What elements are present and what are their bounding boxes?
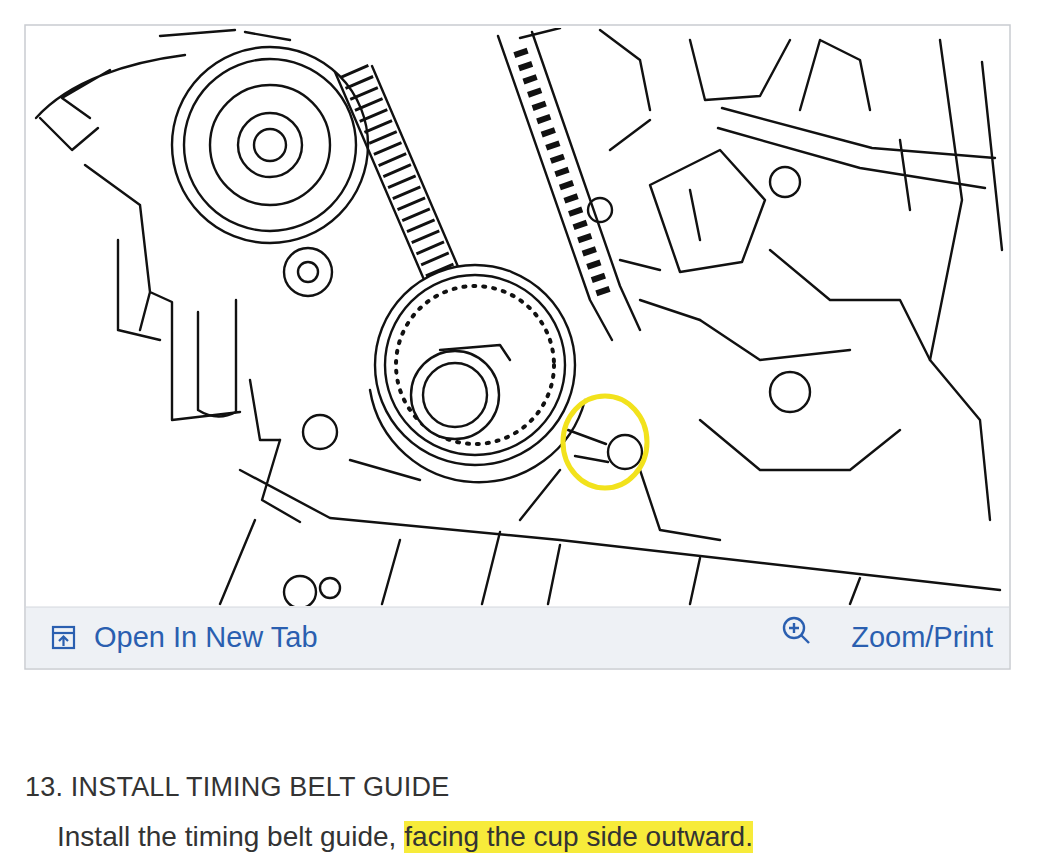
image-frame — [25, 25, 1010, 669]
toolbar-band: Open In New Tab Zoom/Print — [26, 607, 1009, 668]
toolbar-rule — [26, 607, 1009, 608]
toolbar-link: Open In New Tab — [94, 621, 318, 654]
toolbar-ground — [26, 607, 1009, 668]
step-heading: 13. INSTALL TIMING BELT GUIDE — [25, 772, 449, 803]
instruction-line: Install the timing belt guide,facing the… — [57, 821, 753, 853]
open-tab-icon — [53, 627, 74, 648]
instruction-text: Install the timing belt guide, — [57, 821, 396, 853]
highlighted-note: facing the cup side outward. — [404, 821, 753, 853]
zoom-icon — [784, 618, 809, 643]
toolbar-link: Zoom/Print — [851, 621, 993, 654]
line-art — [36, 28, 1002, 606]
highlight-ring — [563, 396, 647, 488]
